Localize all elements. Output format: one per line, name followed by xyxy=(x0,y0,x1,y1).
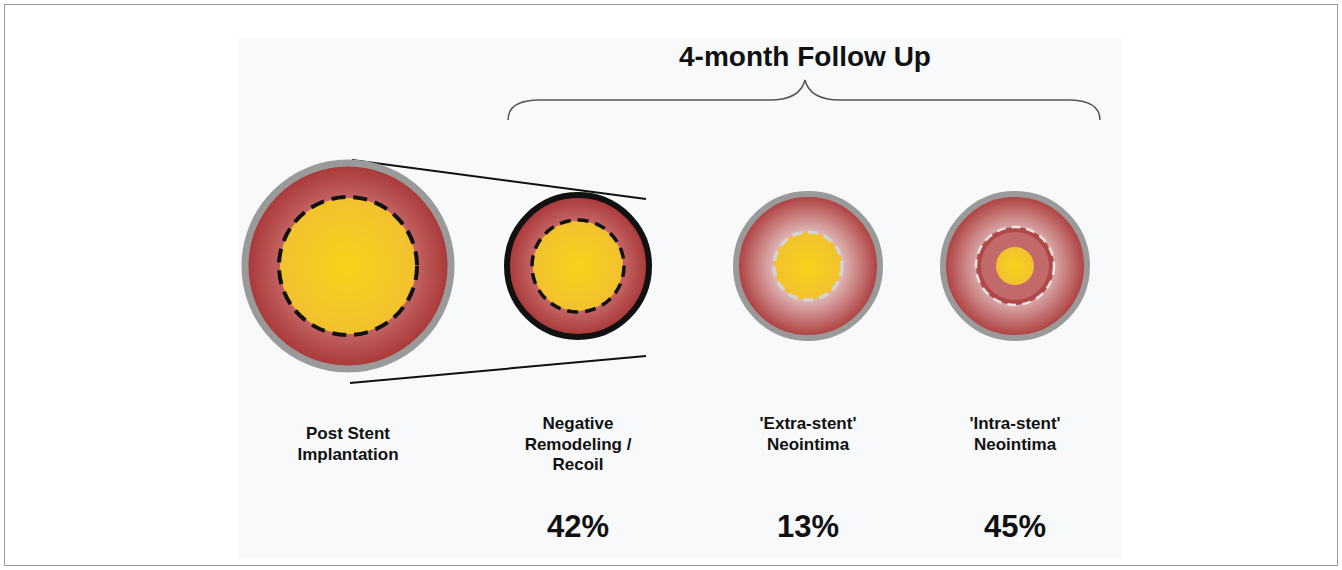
stent xyxy=(279,197,417,335)
percentage: 42% xyxy=(518,508,638,546)
stage-label: Negative Remodeling / Recoil xyxy=(517,414,639,476)
panel-ground xyxy=(238,38,1122,558)
lumen xyxy=(280,198,416,334)
lumen xyxy=(774,232,842,300)
vessel-wall xyxy=(507,195,649,337)
vessel-wall xyxy=(943,194,1087,338)
vessel-wall xyxy=(245,163,451,369)
stage-label: 'Extra-stent' Neointima xyxy=(743,414,873,455)
vessel-wall xyxy=(736,194,880,338)
neointima xyxy=(976,227,1054,305)
stent xyxy=(532,220,624,312)
lumen xyxy=(996,247,1034,285)
heading: 4-month Follow Up xyxy=(605,40,1005,74)
percentage: 45% xyxy=(955,508,1075,546)
percentage: 13% xyxy=(748,508,868,546)
stent xyxy=(774,232,842,300)
brace xyxy=(508,80,1100,120)
stage-label: Post Stent Implantation xyxy=(283,424,413,465)
stent xyxy=(976,227,1054,305)
lumen xyxy=(533,221,623,311)
stage-label: 'Intra-stent' Neointima xyxy=(950,414,1080,455)
frame xyxy=(5,5,1338,566)
neointima xyxy=(981,232,1049,300)
